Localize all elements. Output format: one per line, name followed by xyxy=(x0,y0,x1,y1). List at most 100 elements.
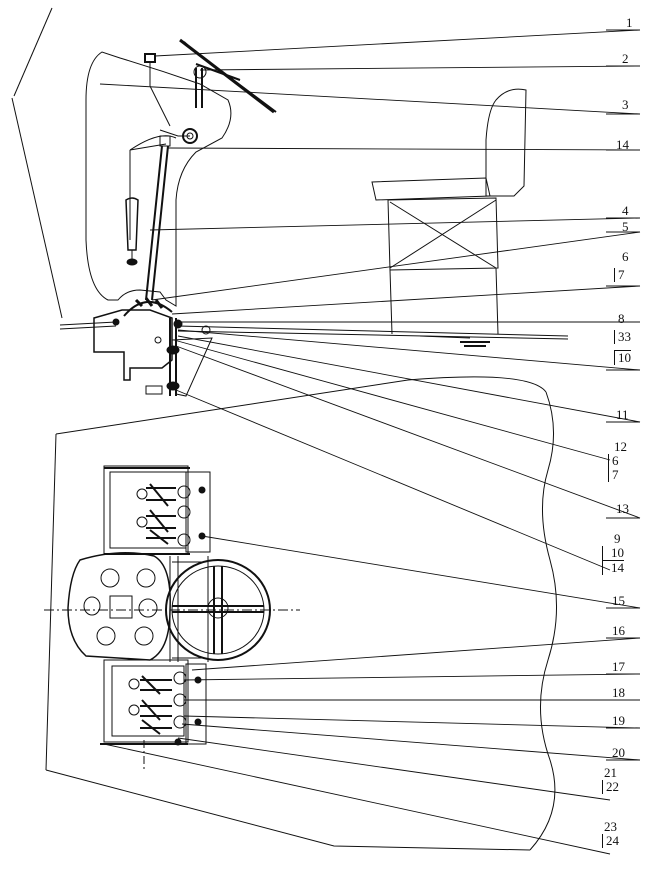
upper-block-inner xyxy=(109,471,187,549)
shift-boot xyxy=(126,258,138,266)
pivot-main xyxy=(173,319,183,329)
shift-knob xyxy=(125,197,139,251)
plan-outline-left xyxy=(45,433,57,771)
label-17: 17 xyxy=(612,659,625,674)
steering-hub xyxy=(193,65,207,79)
seat-back xyxy=(485,88,527,197)
plan-view xyxy=(44,376,558,851)
label-9: 9 xyxy=(614,531,621,546)
label-16: 16 xyxy=(612,623,625,638)
label-14: 14 xyxy=(616,137,629,152)
seat-base-cross xyxy=(389,199,497,269)
gearbox-top-arc xyxy=(123,301,173,317)
label-19: 19 xyxy=(612,713,625,728)
pivot-small xyxy=(154,336,162,344)
leader-11 xyxy=(177,335,641,423)
leader-21 xyxy=(177,737,611,801)
leader-13 xyxy=(175,345,641,519)
label-1: 1 xyxy=(626,15,633,30)
label-6: 6 xyxy=(622,249,629,264)
label-33: 33 xyxy=(614,330,631,344)
leader-3 xyxy=(99,83,641,115)
label-6b: 6 xyxy=(608,454,627,468)
label-10a: 10 xyxy=(614,350,631,365)
steering-wheel-plan xyxy=(165,559,271,661)
center-column-bar xyxy=(172,561,206,659)
seat-base-box xyxy=(387,197,499,271)
label-group-21: 21 22 xyxy=(602,766,619,794)
label-11: 11 xyxy=(616,407,629,422)
leader-15 xyxy=(201,535,641,609)
floor-pivot-left xyxy=(112,318,120,326)
leader-10a xyxy=(177,329,641,371)
center-column xyxy=(169,556,209,662)
leader-20 xyxy=(181,723,641,761)
shaft-nut-1 xyxy=(166,345,180,355)
label-5: 5 xyxy=(622,219,629,234)
lever-top-stem xyxy=(149,62,171,127)
label-7: 7 xyxy=(614,268,625,282)
label-ticks xyxy=(606,29,640,761)
label-24: 24 xyxy=(602,834,619,848)
label-21: 21 xyxy=(604,765,617,780)
seat-mount xyxy=(460,341,490,347)
label-20: 20 xyxy=(612,745,625,760)
floor-line xyxy=(59,321,569,337)
label-3: 3 xyxy=(622,97,629,112)
gearbox-housing xyxy=(93,309,173,381)
steering-hub-plan xyxy=(207,597,229,619)
leader-1 xyxy=(154,29,641,57)
lower-block-inner xyxy=(111,665,185,737)
seat-legs xyxy=(389,267,499,335)
linkage-bar xyxy=(159,129,190,137)
label-8: 8 xyxy=(618,311,625,326)
leader-23 xyxy=(103,743,611,855)
label-group-9: 9 10 14 xyxy=(602,532,624,575)
lower-block xyxy=(103,659,189,743)
label-15: 15 xyxy=(612,593,625,608)
steering-spokes-plan xyxy=(172,566,264,654)
label-14b: 14 xyxy=(602,560,624,575)
label-22: 22 xyxy=(602,780,619,794)
label-23: 23 xyxy=(604,819,617,834)
leader-6 xyxy=(171,285,641,315)
control-rod xyxy=(145,145,169,301)
seat-rail xyxy=(419,335,471,339)
leader-5 xyxy=(151,231,641,301)
gauges xyxy=(83,568,158,646)
frame-diagonal-line xyxy=(13,7,53,97)
leader-14a xyxy=(167,147,641,151)
break-line xyxy=(529,391,558,851)
lever-knob-top xyxy=(144,53,156,63)
label-group-23: 23 24 xyxy=(602,820,619,848)
lower-pivot xyxy=(174,738,182,746)
steering-column xyxy=(195,68,203,108)
upper-block xyxy=(103,465,189,555)
label-group-8: 8 33 10 xyxy=(614,312,631,365)
upper-valves xyxy=(136,483,206,547)
leader-16 xyxy=(191,637,641,671)
instrument-panel xyxy=(67,552,171,661)
label-13: 13 xyxy=(616,501,629,516)
leader-9 xyxy=(175,389,611,571)
label-10b: 10 xyxy=(602,546,624,560)
plan-outline-bottom xyxy=(45,769,531,851)
label-12: 12 xyxy=(614,439,627,454)
seat-cushion xyxy=(371,177,491,201)
leader-2 xyxy=(199,65,641,71)
steering-wheel-plan-inner xyxy=(171,565,265,655)
gearbox-foot xyxy=(145,385,163,395)
label-group-12: 12 6 7 xyxy=(608,440,627,482)
label-4: 4 xyxy=(622,203,629,218)
leader-17 xyxy=(183,673,641,681)
shaft-nut-2 xyxy=(166,381,180,391)
upper-block-plate xyxy=(185,471,211,553)
cab-outline xyxy=(85,51,232,307)
leader-lines xyxy=(99,29,641,855)
leader-4 xyxy=(149,217,641,231)
floor-pivot xyxy=(201,325,211,335)
dash-panel xyxy=(129,135,177,151)
rod-top-clevis xyxy=(159,135,171,147)
leader-19 xyxy=(183,715,641,729)
